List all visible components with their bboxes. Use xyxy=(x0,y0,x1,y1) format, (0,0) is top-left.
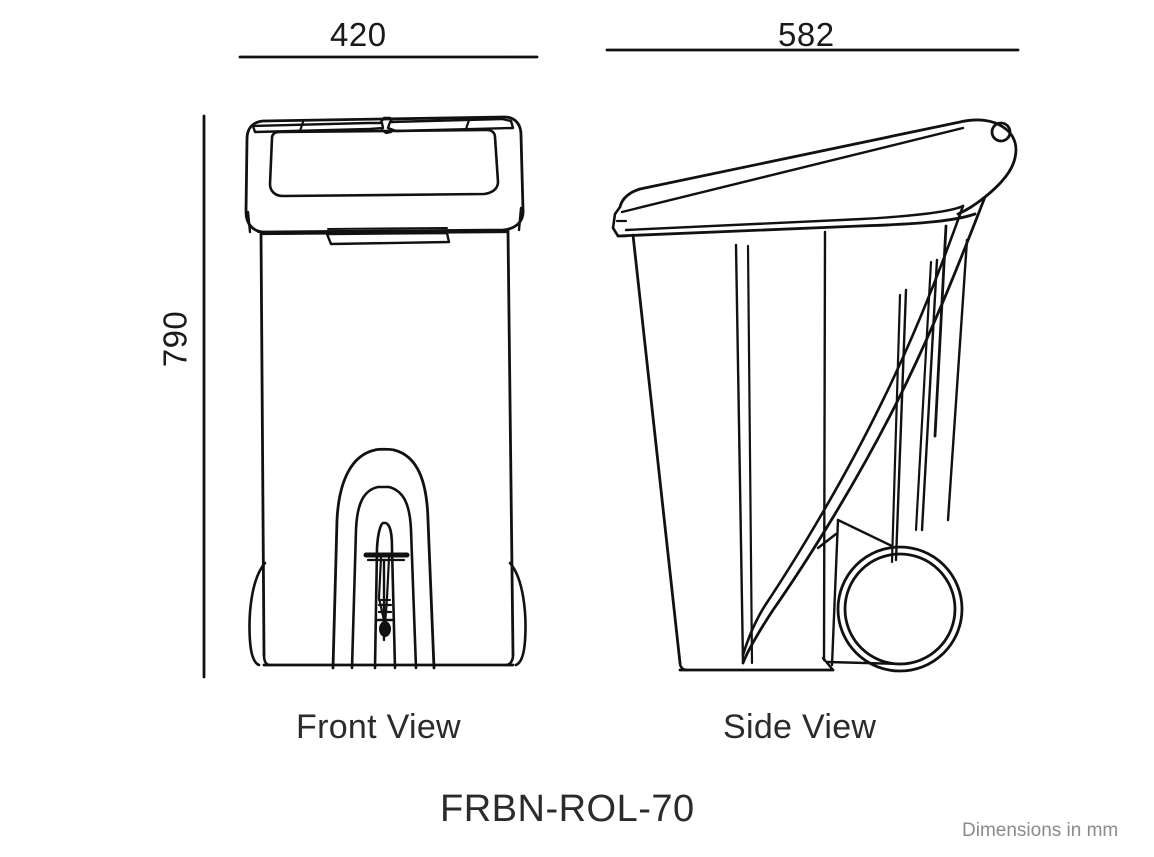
side-view-geometry xyxy=(611,118,1018,673)
front-view-geometry xyxy=(244,115,527,670)
view-label-side: Side View xyxy=(723,708,877,746)
units-footnote: Dimensions in mm xyxy=(962,820,1119,841)
dimension-label-front-width: 420 xyxy=(330,16,387,53)
part-code-label: FRBN-ROL-70 xyxy=(440,788,695,830)
dimension-label-side-width: 582 xyxy=(778,16,835,53)
dimension-label-height: 790 xyxy=(156,310,194,368)
view-label-front: Front View xyxy=(296,708,461,746)
